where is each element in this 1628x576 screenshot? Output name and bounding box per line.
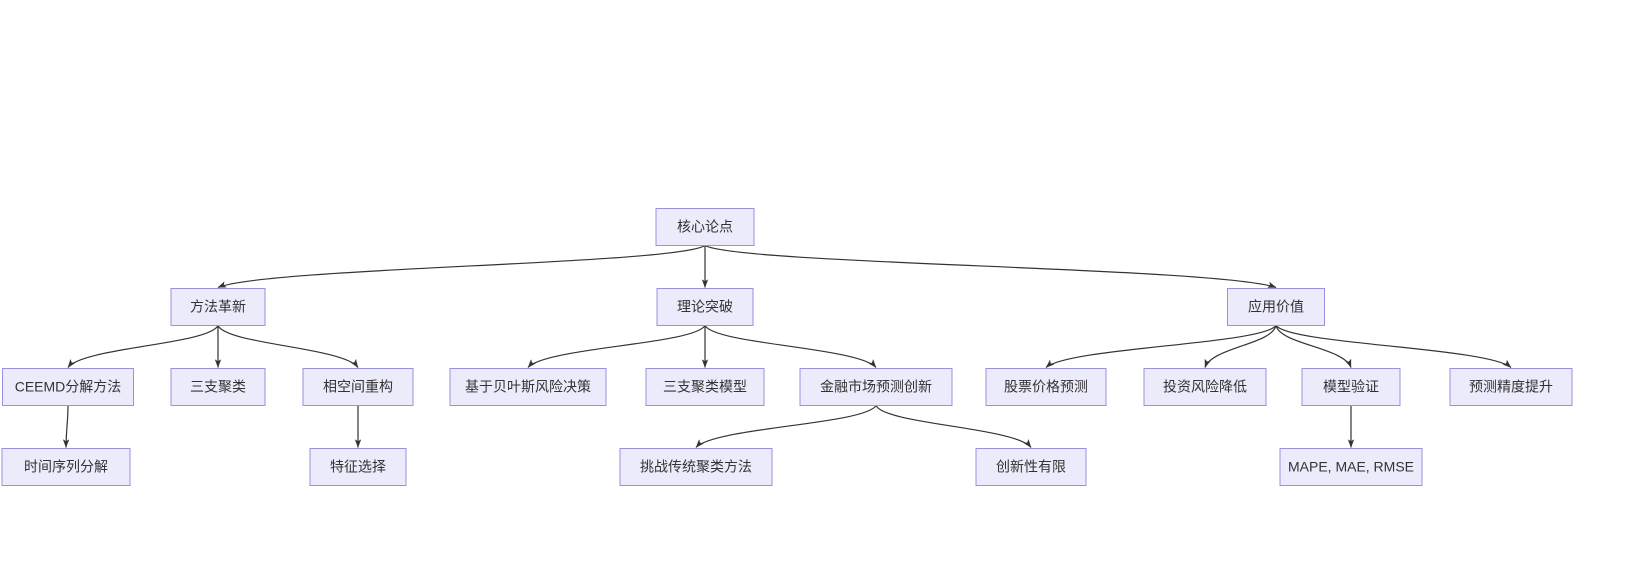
node-n_stock[interactable]: 股票价格预测 xyxy=(985,368,1107,406)
node-n_method[interactable]: 方法革新 xyxy=(170,288,266,326)
edge-n_theory-to-n_fin xyxy=(704,325,877,368)
node-label: 预测精度提升 xyxy=(1469,379,1553,395)
node-box[interactable] xyxy=(619,448,773,486)
node-label: 应用价值 xyxy=(1248,299,1304,315)
node-n_valid[interactable]: 模型验证 xyxy=(1301,368,1401,406)
node-box[interactable] xyxy=(1279,448,1423,486)
node-n_apply[interactable]: 应用价值 xyxy=(1227,288,1325,326)
node-box[interactable] xyxy=(985,368,1107,406)
node-label: 核心论点 xyxy=(677,219,733,235)
edge-n_apply-to-n_stock xyxy=(1045,325,1277,368)
node-label: 三支聚类模型 xyxy=(663,379,747,395)
node-label: 理论突破 xyxy=(677,299,733,315)
node-box[interactable] xyxy=(1301,368,1401,406)
node-box[interactable] xyxy=(302,368,414,406)
node-n_three[interactable]: 三支聚类 xyxy=(170,368,266,406)
edge-root-to-n_method xyxy=(217,244,706,289)
edge-n_method-to-n_phase xyxy=(217,325,359,368)
node-n_risk[interactable]: 投资风险降低 xyxy=(1143,368,1267,406)
node-box[interactable] xyxy=(975,448,1087,486)
node-n_fin[interactable]: 金融市场预测创新 xyxy=(799,368,953,406)
node-box[interactable] xyxy=(170,288,266,326)
node-n_bayes[interactable]: 基于贝叶斯风险决策 xyxy=(449,368,607,406)
node-label: 投资风险降低 xyxy=(1163,379,1247,395)
edge-n_fin-to-n_chal xyxy=(695,405,877,448)
edge-n_apply-to-n_acc xyxy=(1275,325,1512,368)
node-label: 方法革新 xyxy=(190,299,246,315)
edge-n_apply-to-n_risk xyxy=(1204,325,1277,368)
node-n_tmodel[interactable]: 三支聚类模型 xyxy=(645,368,765,406)
edge-root-to-n_apply xyxy=(704,244,1277,289)
node-label: 挑战传统聚类方法 xyxy=(640,459,752,475)
node-n_ceemd[interactable]: CEEMD分解方法 xyxy=(2,368,134,406)
edge-n_method-to-n_ceemd xyxy=(67,325,219,368)
node-box[interactable] xyxy=(309,448,407,486)
node-label: 股票价格预测 xyxy=(1004,379,1088,395)
edge-n_fin-to-n_lim xyxy=(875,405,1032,448)
node-box[interactable] xyxy=(655,208,755,246)
node-label: 创新性有限 xyxy=(996,459,1066,475)
node-label: CEEMD分解方法 xyxy=(15,379,122,395)
node-n_phase[interactable]: 相空间重构 xyxy=(302,368,414,406)
node-box[interactable] xyxy=(1227,288,1325,326)
node-label: MAPE, MAE, RMSE xyxy=(1288,459,1414,475)
node-box[interactable] xyxy=(1143,368,1267,406)
node-box[interactable] xyxy=(2,368,134,406)
node-box[interactable] xyxy=(170,368,266,406)
node-label: 相空间重构 xyxy=(323,379,393,395)
node-n_lim[interactable]: 创新性有限 xyxy=(975,448,1087,486)
node-label: 模型验证 xyxy=(1323,379,1379,395)
node-label: 时间序列分解 xyxy=(24,459,108,475)
node-n_metrics[interactable]: MAPE, MAE, RMSE xyxy=(1279,448,1423,486)
node-box[interactable] xyxy=(799,368,953,406)
node-label: 金融市场预测创新 xyxy=(820,379,932,395)
node-label: 基于贝叶斯风险决策 xyxy=(465,379,591,395)
node-n_acc[interactable]: 预测精度提升 xyxy=(1449,368,1573,406)
node-box[interactable] xyxy=(1,448,131,486)
node-box[interactable] xyxy=(656,288,754,326)
node-label: 特征选择 xyxy=(330,459,386,475)
node-box[interactable] xyxy=(449,368,607,406)
edges-layer xyxy=(62,244,1512,448)
node-label: 三支聚类 xyxy=(190,379,246,395)
node-n_feat[interactable]: 特征选择 xyxy=(309,448,407,486)
node-box[interactable] xyxy=(645,368,765,406)
edge-n_theory-to-n_bayes xyxy=(527,325,706,368)
node-n_tsd[interactable]: 时间序列分解 xyxy=(1,448,131,486)
node-n_theory[interactable]: 理论突破 xyxy=(656,288,754,326)
edge-n_apply-to-n_valid xyxy=(1275,325,1352,368)
node-n_chal[interactable]: 挑战传统聚类方法 xyxy=(619,448,773,486)
edge-n_ceemd-to-n_tsd xyxy=(62,405,70,448)
node-root[interactable]: 核心论点 xyxy=(655,208,755,246)
node-box[interactable] xyxy=(1449,368,1573,406)
